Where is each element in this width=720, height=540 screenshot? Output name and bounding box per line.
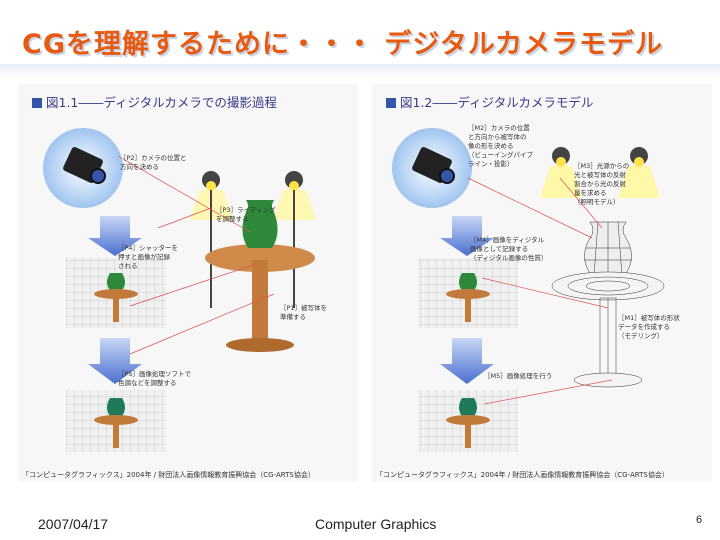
page-number: 6 bbox=[696, 514, 703, 526]
photo-thumbnail bbox=[418, 258, 518, 328]
spotlight-icon bbox=[540, 147, 660, 198]
caption-bullet-icon bbox=[32, 98, 42, 108]
camera-icon bbox=[412, 147, 455, 184]
photo-thumbnail bbox=[418, 390, 518, 452]
photo-thumbnail bbox=[66, 258, 166, 328]
label-m5: ［M5］画像処理を行う bbox=[484, 371, 552, 380]
label-m4: ［M4］画像をディジタル画像として記録する（ディジタル画像の性質） bbox=[470, 235, 547, 262]
footer-course-name: Computer Graphics bbox=[315, 516, 437, 532]
callout-lines bbox=[467, 177, 613, 405]
photo-thumbnail bbox=[66, 390, 166, 452]
label-p2: ［P2］カメラの位置と方向を決める bbox=[120, 153, 187, 171]
caption-bullet-icon bbox=[386, 98, 396, 108]
figure-camera-model: 図1.2――ディジタルカメラモデル bbox=[372, 84, 712, 482]
process-arrow bbox=[88, 338, 142, 384]
title-divider bbox=[0, 64, 720, 78]
process-arrow bbox=[88, 216, 142, 256]
label-m1: ［M1］被写体の形状データを作成する（モデリング） bbox=[618, 313, 680, 340]
figure-caption-text: 図1.1――ディジタルカメラでの撮影過程 bbox=[46, 95, 277, 110]
label-p1: ［P1］被写体を準備する bbox=[280, 303, 327, 321]
slide-title: CGを理解するために・・・ デジタルカメラモデル bbox=[22, 29, 664, 60]
label-m2: ［M2］カメラの位置と方向から被写体の像の形を決める（ビューイングパイプライン・… bbox=[468, 123, 534, 168]
process-arrow bbox=[440, 338, 494, 384]
callout-lines bbox=[117, 155, 275, 355]
figure-caption: 図1.2――ディジタルカメラモデル bbox=[386, 92, 593, 111]
figure-source: 「コンピュータグラフィックス」2004年 / 財団法人画像情報教育振興協会（CG… bbox=[22, 471, 315, 479]
figure-caption: 図1.1――ディジタルカメラでの撮影過程 bbox=[32, 92, 277, 111]
camera-icon bbox=[63, 147, 106, 184]
label-p3: ［P3］ライティングを調整する bbox=[216, 205, 276, 223]
wireframe-model bbox=[551, 221, 665, 388]
camera-model-illustration: ［M2］カメラの位置と方向から被写体の像の形を決める（ビューイングパイプライン・… bbox=[392, 123, 680, 452]
figure-caption-text: 図1.2――ディジタルカメラモデル bbox=[400, 95, 594, 110]
figure-camera-process: 図1.1――ディジタルカメラでの撮影過程 bbox=[18, 84, 358, 482]
process-arrow bbox=[440, 216, 494, 256]
camera-process-illustration: ［P2］カメラの位置と方向を決める ［P3］ライティングを調整する ［P4］シャ… bbox=[43, 128, 327, 452]
label-m3: ［M3］光源からの光と被写体の反射割合から光の反射量を求める（照明モデル） bbox=[574, 161, 629, 206]
vase-on-table bbox=[205, 200, 315, 352]
label-p4: ［P4］シャッターを押すと画像が記録される bbox=[118, 243, 178, 270]
figure-source: 「コンピュータグラフィックス」2004年 / 財団法人画像情報教育振興協会（CG… bbox=[376, 471, 669, 479]
footer-date: 2007/04/17 bbox=[38, 516, 109, 532]
label-p5: ［P5］画像処理ソフトで色調などを調整する bbox=[118, 369, 192, 387]
